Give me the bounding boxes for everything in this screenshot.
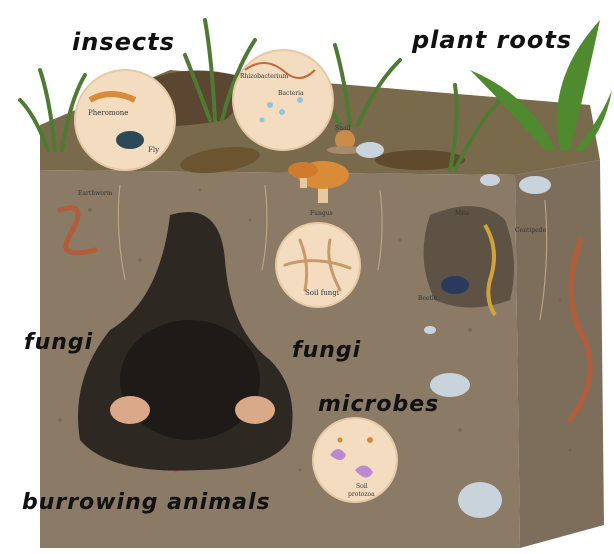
mole-paw [110, 396, 150, 424]
microbes-bubble: Rhizobacterium Bacteria [233, 50, 333, 150]
protozoa-bubble: Soil protozoa [313, 418, 397, 502]
soil-fungi-bubble: Soil fungi [276, 223, 360, 307]
callout-fly: Fly [148, 146, 159, 154]
callout-beetle: Beetle [418, 295, 438, 302]
callout-rhizobacterium: Rhizobacterium [240, 73, 288, 80]
label-fungi-left: fungi [24, 330, 93, 355]
label-fungi-center: fungi [292, 338, 361, 363]
label-microbes: microbes [318, 392, 439, 417]
callout-soil-fungi: Soil fungi [305, 289, 340, 297]
callout-mite: Mite [455, 210, 469, 217]
insects-bubble: Pheromone Fly [75, 70, 175, 170]
beetle [441, 276, 469, 294]
label-plant-roots: plant roots [412, 26, 572, 54]
beetle-chamber [424, 206, 514, 307]
mole [120, 320, 260, 440]
callout-pheromone: Pheromone [88, 109, 128, 117]
callout-protozoa: protozoa [348, 491, 375, 498]
callout-snail: Snail [335, 125, 350, 132]
mole-paw [235, 396, 275, 424]
callout-soil: Soil [356, 483, 368, 490]
callout-bacteria: Bacteria [278, 90, 304, 97]
label-burrowing-animals: burrowing animals [22, 490, 271, 515]
callout-earthworm: Earthworm [78, 190, 113, 197]
callout-centipede: Centipede [515, 227, 547, 234]
callout-fungus: Fungus [310, 210, 333, 217]
label-insects: insects [72, 28, 175, 56]
